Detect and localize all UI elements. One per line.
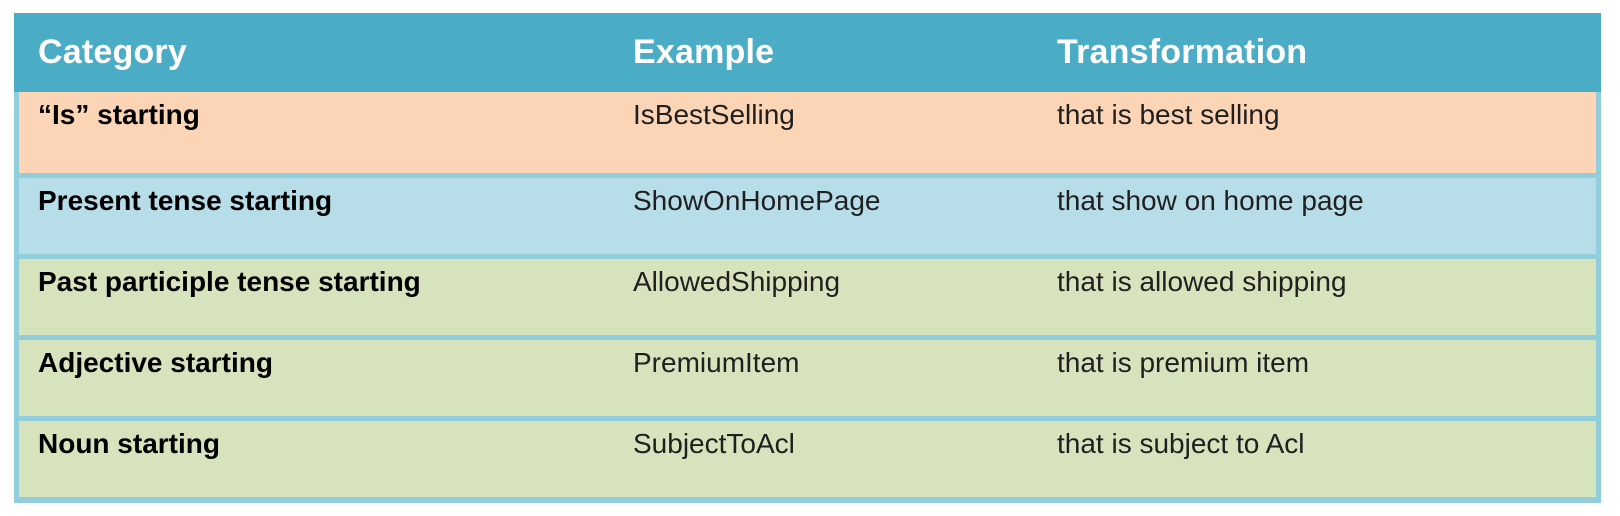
header-cell-example: Example <box>633 33 775 71</box>
example-cell: IsBestSelling <box>633 99 795 130</box>
table-row-noun: Noun starting SubjectToAcl that is subje… <box>19 416 1596 497</box>
naming-convention-table: Category Example Transformation “Is” sta… <box>14 13 1601 503</box>
transformation-cell: that is subject to Acl <box>1057 428 1305 459</box>
table-header-row: Category Example Transformation <box>14 13 1601 92</box>
example-cell: PremiumItem <box>633 347 800 378</box>
transformation-cell: that show on home page <box>1057 185 1364 216</box>
transformation-cell: that is premium item <box>1057 347 1310 378</box>
table-body: “Is” starting IsBestSelling that is best… <box>14 92 1601 503</box>
example-cell: AllowedShipping <box>633 266 841 297</box>
category-cell: Adjective starting <box>38 347 273 378</box>
example-cell: ShowOnHomePage <box>633 185 881 216</box>
table-row-adjective: Adjective starting PremiumItem that is p… <box>19 335 1596 416</box>
table-row-is-starting: “Is” starting IsBestSelling that is best… <box>19 92 1596 173</box>
category-cell: Noun starting <box>38 428 220 459</box>
category-cell: Past participle tense starting <box>38 266 421 297</box>
table-row-past-participle: Past participle tense starting AllowedSh… <box>19 254 1596 335</box>
transformation-cell: that is best selling <box>1057 99 1280 130</box>
transformation-cell: that is allowed shipping <box>1057 266 1347 297</box>
table-row-present-tense: Present tense starting ShowOnHomePage th… <box>19 173 1596 254</box>
header-cell-transformation: Transformation <box>1057 33 1308 71</box>
example-cell: SubjectToAcl <box>633 428 795 459</box>
category-cell: Present tense starting <box>38 185 333 216</box>
category-cell: “Is” starting <box>38 99 200 130</box>
header-cell-category: Category <box>38 33 187 71</box>
